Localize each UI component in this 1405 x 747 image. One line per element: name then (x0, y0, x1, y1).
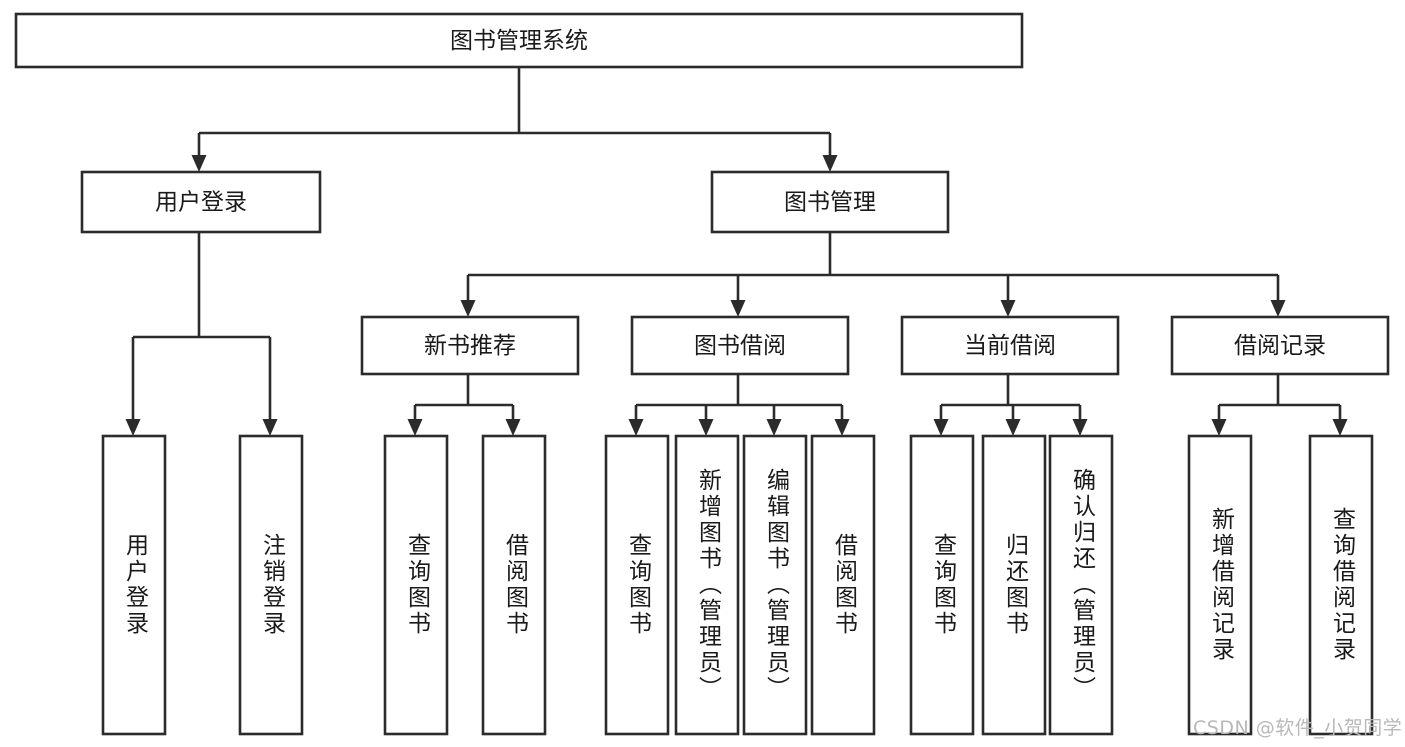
node-root-label: 图书管理系统 (450, 28, 588, 54)
arrow-head-icon (1270, 300, 1286, 317)
node-leaf-10[interactable] (1048, 434, 1114, 736)
node-leaf-0[interactable] (101, 434, 167, 736)
arrow-head-icon (1005, 419, 1021, 436)
arrow-head-icon (822, 155, 838, 172)
node-level3-1-label: 图书借阅 (694, 333, 786, 359)
arrow-head-icon (628, 419, 644, 436)
node-leaf-4[interactable] (604, 434, 670, 736)
node-level3-0[interactable] (360, 315, 580, 376)
arrow-head-icon (1332, 419, 1348, 436)
csdn-watermark: CSDN @软件_小贺同学 (1193, 717, 1403, 739)
node-leaf-5[interactable] (674, 434, 740, 736)
node-level3-2[interactable] (900, 315, 1120, 376)
arrow-head-icon (191, 155, 207, 172)
node-level2-0-label: 用户登录 (155, 190, 247, 216)
node-level3-3-label: 借阅记录 (1234, 333, 1326, 359)
node-leaf-7[interactable] (810, 434, 876, 736)
arrow-head-icon (1211, 419, 1227, 436)
arrow-head-icon (933, 419, 949, 436)
node-leaf-12[interactable] (1308, 434, 1374, 736)
arrow-head-icon (1000, 300, 1016, 317)
node-leaf-9[interactable] (981, 434, 1047, 736)
node-leaf-3[interactable] (481, 434, 547, 736)
node-root[interactable] (14, 12, 1024, 69)
arrow-head-icon (125, 419, 141, 436)
node-level3-2-label: 当前借阅 (964, 333, 1056, 359)
arrow-head-icon (262, 419, 278, 436)
node-level2-0[interactable] (80, 170, 322, 234)
arrow-head-icon (505, 419, 521, 436)
node-leaf-6[interactable] (742, 434, 808, 736)
arrow-head-icon (766, 419, 782, 436)
node-level3-1[interactable] (630, 315, 850, 376)
node-level2-1[interactable] (710, 170, 950, 234)
arrow-head-icon (460, 300, 476, 317)
node-leaf-11[interactable] (1187, 434, 1253, 736)
node-leaf-8[interactable] (909, 434, 975, 736)
node-level2-1-label: 图书管理 (784, 190, 876, 216)
arrow-head-icon (698, 419, 714, 436)
node-leaf-2[interactable] (383, 434, 449, 736)
arrow-head-icon (834, 419, 850, 436)
node-leaf-1[interactable] (238, 434, 304, 736)
node-level3-0-label: 新书推荐 (424, 333, 516, 359)
connector-layer (125, 67, 1348, 436)
node-level3-3[interactable] (1170, 315, 1390, 376)
arrow-head-icon (407, 419, 423, 436)
node-box-layer (14, 12, 1390, 736)
arrow-head-icon (730, 300, 746, 317)
arrow-head-icon (1072, 419, 1088, 436)
